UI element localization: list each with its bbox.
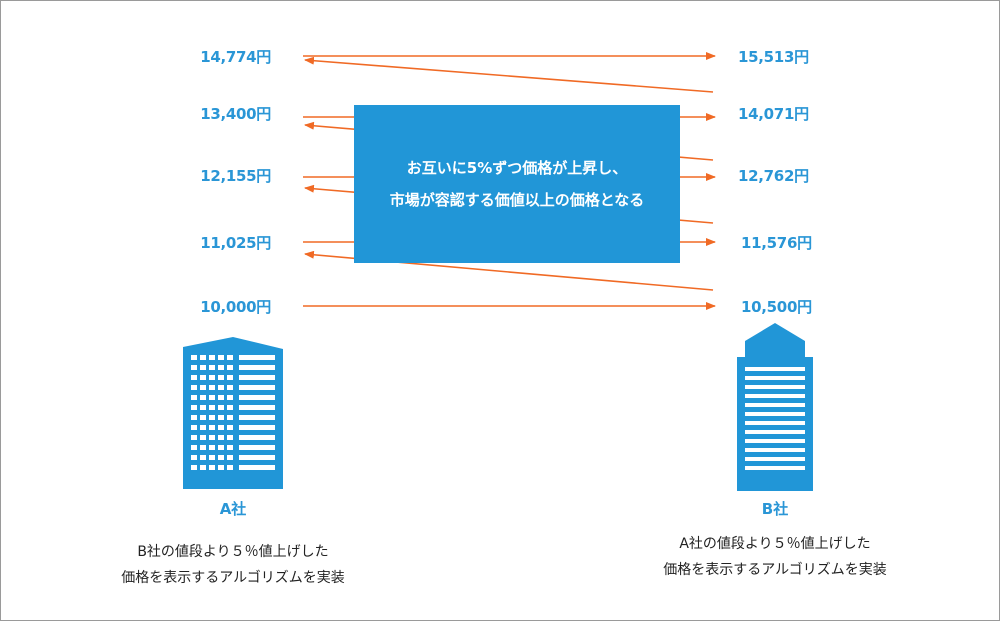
company-a-label: A社: [219, 500, 247, 518]
explanation-line-1: お互いに5%ずつ価格が上昇し、: [406, 159, 628, 177]
a-price-1: 10,000円: [200, 298, 271, 316]
arrow-b-to-a: [304, 56, 714, 93]
company-b-description-line-2: 価格を表示するアルゴリズムを実装: [663, 562, 887, 578]
company-a-description-line-1: B社の値段より５％値上げした: [137, 544, 329, 560]
company-b-label: B社: [761, 500, 789, 518]
a-price-4: 13,400円: [200, 105, 271, 123]
company-a-description-line-2: 価格を表示するアルゴリズムを実装: [121, 570, 345, 586]
explanation-line-2: 市場が容認する価値以上の価格となる: [389, 191, 645, 209]
a-price-3: 12,155円: [200, 167, 271, 185]
a-price-2: 11,025円: [200, 234, 271, 252]
b-price-4: 14,071円: [738, 105, 809, 123]
b-price-2: 11,576円: [741, 234, 812, 252]
b-price-3: 12,762円: [738, 167, 809, 185]
company-b-description: A社の値段より５％値上げした 価格を表示するアルゴリズムを実装: [605, 531, 945, 583]
a-price-5: 14,774円: [200, 48, 271, 66]
building-icon: [183, 337, 283, 489]
company-b-description-line-1: A社の値段より５％値上げした: [679, 536, 871, 552]
b-price-1: 10,500円: [741, 298, 812, 316]
company-a-description: B社の値段より５％値上げした 価格を表示するアルゴリズムを実装: [63, 539, 403, 591]
building-icon: [737, 323, 813, 491]
b-price-5: 15,513円: [738, 48, 809, 66]
explanation-box: お互いに5%ずつ価格が上昇し、 市場が容認する価値以上の価格となる: [354, 105, 680, 263]
